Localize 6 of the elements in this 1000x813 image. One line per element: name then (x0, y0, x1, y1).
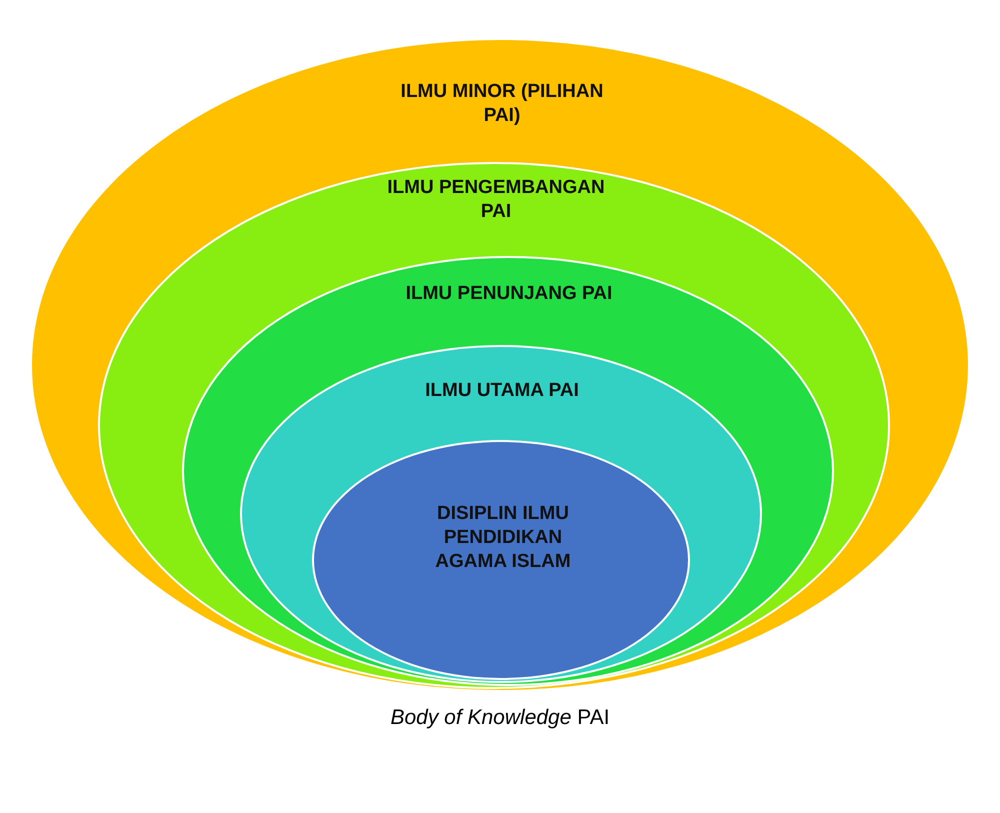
ring-label: ILMU PENUNJANG PAI (404, 282, 614, 306)
ring-label: DISIPLIN ILMU PENDIDIKAN AGAMA ISLAM (434, 502, 572, 574)
caption: Body of Knowledge PAI (389, 706, 611, 730)
ring-label: ILMU PENGEMBANGAN PAI (386, 176, 606, 224)
ring-label: ILMU UTAMA PAI (424, 379, 580, 403)
ring-label: ILMU MINOR (PILIHAN PAI) (400, 80, 604, 128)
